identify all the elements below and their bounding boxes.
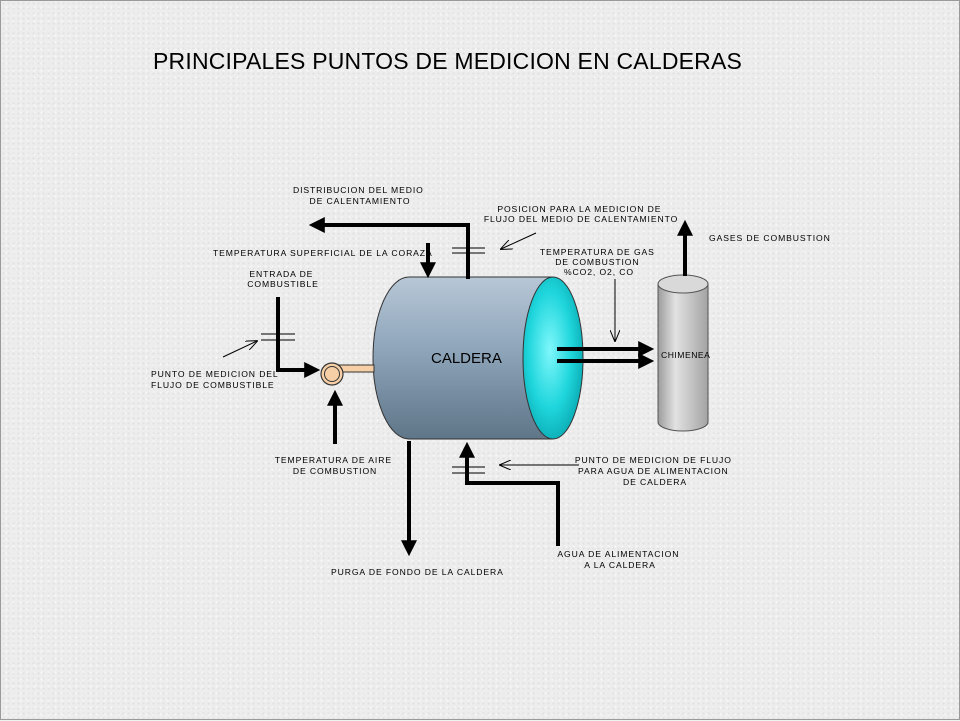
label-temp-gas: TEMPERATURA DE GAS DE COMBUSTION %CO2, O… xyxy=(540,247,658,277)
heating-medium-outlet-line xyxy=(308,217,470,279)
heating-meter-pointer xyxy=(501,232,537,249)
label-entrada-combustible: ENTRADA DE COMBUSTIBLE xyxy=(247,269,319,289)
fuel-meter-pointer xyxy=(222,341,257,358)
label-agua-alimentacion: AGUA DE ALIMENTACION A LA CALDERA xyxy=(557,549,682,570)
label-temp-superficial: TEMPERATURA SUPERFICIAL DE LA CORAZA xyxy=(213,248,433,258)
label-distribucion: DISTRIBUCION DEL MEDIO DE CALENTAMIENTO xyxy=(293,185,427,206)
feedwater-flow-meter xyxy=(452,466,485,474)
burner xyxy=(320,362,375,386)
boiler xyxy=(372,276,584,440)
label-gases: GASES DE COMBUSTION xyxy=(709,233,831,243)
label-punto-combustible: PUNTO DE MEDICION DEL FLUJO DE COMBUSTIB… xyxy=(151,369,282,390)
label-posicion-flujo: POSICION PARA LA MEDICION DE FLUJO DEL M… xyxy=(484,204,678,224)
exhaust-gas-line xyxy=(557,341,655,369)
heating-flow-meter xyxy=(452,247,485,254)
page-title: PRINCIPALES PUNTOS DE MEDICION EN CALDER… xyxy=(153,48,742,74)
fuel-flow-meter xyxy=(261,333,295,341)
label-purga: PURGA DE FONDO DE LA CALDERA xyxy=(331,567,504,577)
label-punto-agua: PUNTO DE MEDICION DE FLUJO PARA AGUA DE … xyxy=(575,455,735,487)
boiler-label: CALDERA xyxy=(431,350,502,367)
chimney-label: CHIMENEA xyxy=(661,350,710,360)
label-temp-aire: TEMPERATURA DE AIRE DE COMBUSTION xyxy=(275,455,396,476)
fuel-inlet-line xyxy=(276,297,321,378)
feedwater-line xyxy=(459,441,560,546)
